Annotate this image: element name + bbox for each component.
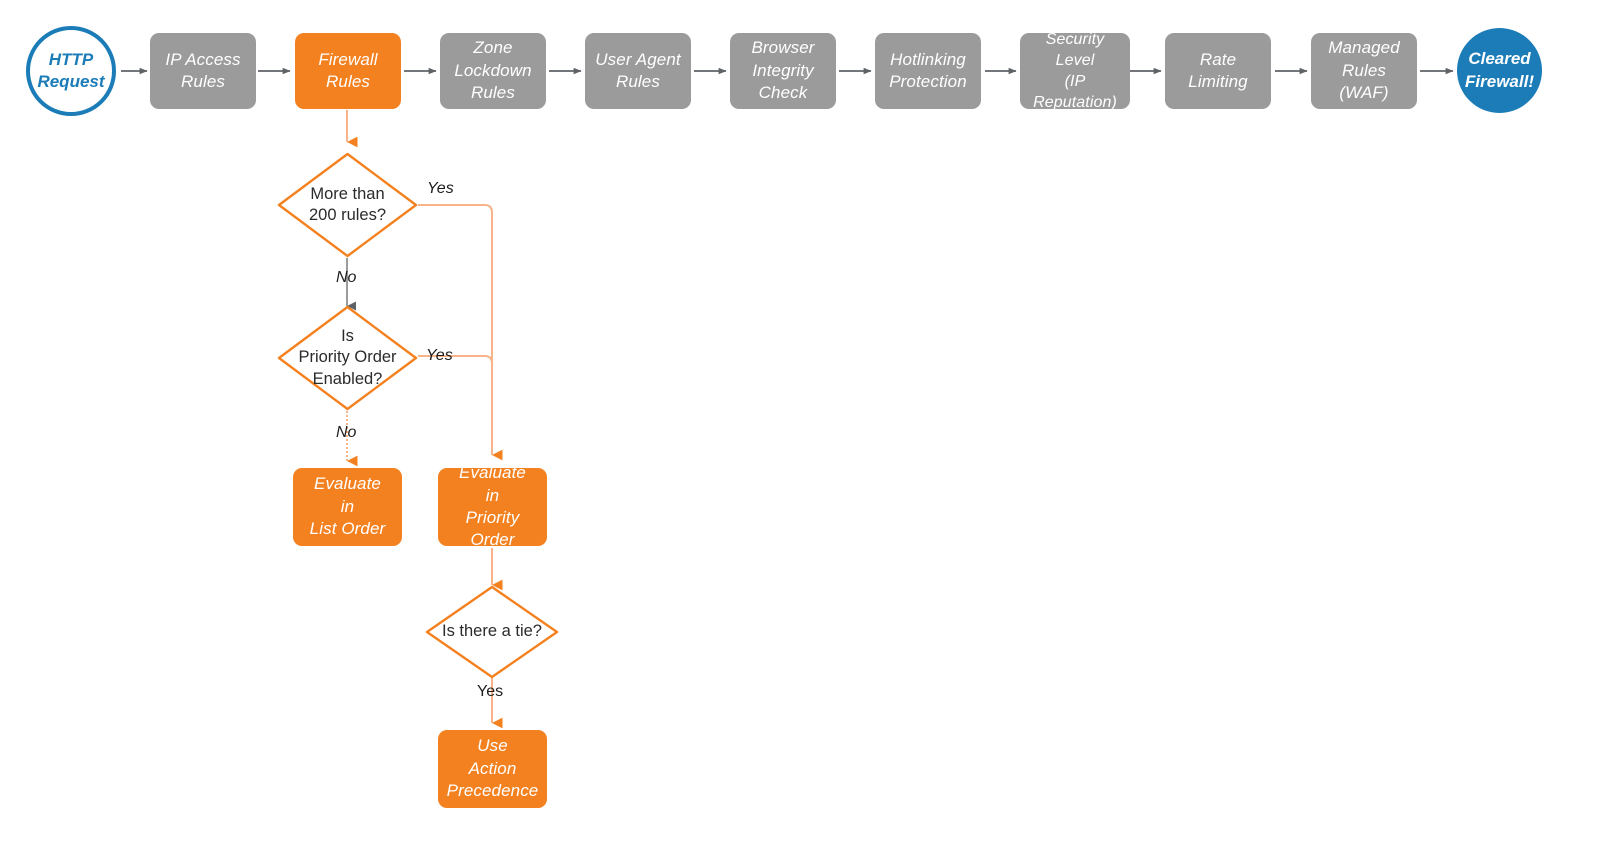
node-label: Use Action Precedence [446,736,539,801]
node-firewall-rules[interactable]: Firewall Rules [295,33,401,109]
node-label: Hotlinking Protection [889,49,967,91]
node-label: Firewall Rules [318,49,378,91]
node-label: Evaluate in List Order [309,474,386,539]
node-label: Evaluate in Priority Order [459,463,526,550]
node-security-level-ip-reputation[interactable]: Security Level (IP Reputation) [1020,31,1130,111]
node-label: HTTP Request [37,49,105,91]
decision-label: More than 200 rules? [308,184,387,224]
node-hotlinking-protection[interactable]: Hotlinking Protection [875,33,981,109]
diamond-shape [425,585,559,679]
node-label: Managed Rules (WAF) [1328,38,1400,103]
decision-more-than-200-rules[interactable]: More than 200 rules? [277,152,418,258]
node-label: Cleared Firewall! [1465,49,1534,91]
decision-priority-order-enabled[interactable]: Is Priority Order Enabled? [277,305,418,411]
node-label: Rate Limiting [1188,49,1248,91]
decision-is-there-a-tie[interactable]: Is there a tie? [425,585,559,679]
decision-label: Is there a tie? [442,622,542,641]
node-label: Security Level (IP Reputation) [1033,30,1117,112]
edge-label-priority-no: No [336,424,357,441]
decision-label: Is Priority Order Enabled? [298,326,397,388]
edge-more-rules-yes [418,204,503,461]
edge-label-priority-yes: Yes [426,347,453,364]
node-use-action-precedence[interactable]: Use Action Precedence [438,730,547,808]
node-user-agent-rules[interactable]: User Agent Rules [585,33,691,109]
node-label: Browser Integrity Check [751,38,815,103]
node-managed-rules-waf[interactable]: Managed Rules (WAF) [1311,33,1417,109]
node-evaluate-in-list-order[interactable]: Evaluate in List Order [293,468,402,546]
node-label: Zone Lockdown Rules [454,38,532,103]
edge-label-more-rules-no: No [336,269,357,286]
node-http-request[interactable]: HTTP Request [26,26,116,116]
node-zone-lockdown-rules[interactable]: Zone Lockdown Rules [440,33,546,109]
diamond-shape [277,152,418,258]
diamond-shape [277,305,418,411]
node-cleared-firewall[interactable]: Cleared Firewall! [1457,28,1542,113]
node-evaluate-in-priority-order[interactable]: Evaluate in Priority Order [438,463,547,549]
node-label: User Agent Rules [595,49,681,91]
node-browser-integrity-check[interactable]: Browser Integrity Check [730,33,836,109]
edge-label-more-rules-yes: Yes [427,180,454,197]
edge-label-tie-yes: Yes [477,683,504,700]
node-label: IP Access Rules [165,49,241,91]
node-rate-limiting[interactable]: Rate Limiting [1165,33,1271,109]
node-ip-access-rules[interactable]: IP Access Rules [150,33,256,109]
